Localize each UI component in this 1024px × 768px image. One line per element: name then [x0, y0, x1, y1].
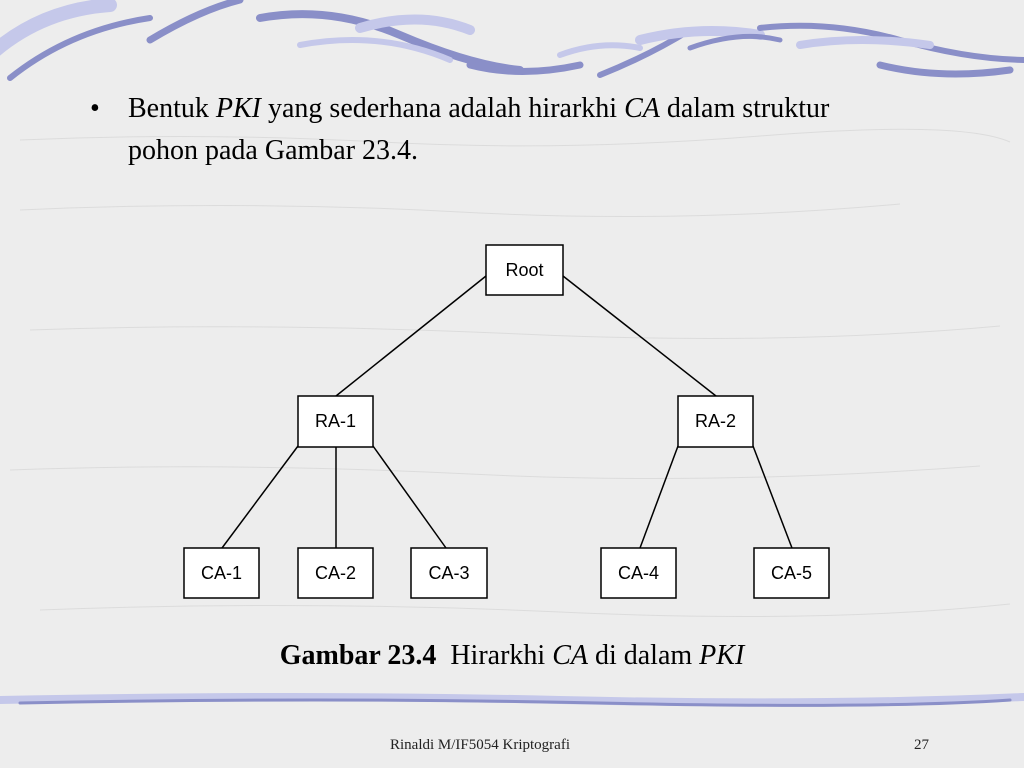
- edge-ra1-ca1: [221, 445, 299, 549]
- node-ca2: CA-2: [297, 547, 374, 599]
- caption-text-pki: PKI: [699, 640, 745, 671]
- node-ca4-label: CA-4: [618, 563, 659, 583]
- bullet-text-ca: CA: [624, 93, 660, 124]
- figure-caption: Gambar 23.4 Hirarkhi CA di dalam PKI: [0, 640, 1024, 672]
- node-ra2: RA-2: [677, 395, 754, 448]
- footer-page-number: 27: [914, 737, 929, 753]
- node-ra1: RA-1: [297, 395, 374, 448]
- edge-ra2-ca4: [639, 445, 679, 549]
- bullet-text: Bentuk PKI yang sederhana adalah hirarkh…: [128, 88, 888, 172]
- edge-ra1-ca3: [372, 445, 447, 549]
- node-ca4: CA-4: [600, 547, 677, 599]
- edge-root-ra2: [562, 275, 717, 397]
- diagram-edges: [221, 275, 793, 549]
- bullet-text-part: Bentuk: [128, 93, 216, 124]
- node-ra1-label: RA-1: [315, 411, 356, 431]
- edge-root-ra1: [335, 275, 487, 397]
- bullet-text-pki: PKI: [215, 93, 261, 124]
- bullet-text-part: dalam struktur pohon pada Gambar 23.4.: [128, 93, 830, 166]
- footer-author: Rinaldi M/IF5054 Kriptografi: [390, 737, 570, 753]
- bullet-dot-icon: •: [90, 93, 100, 124]
- bullet-text-part: yang sederhana adalah hirarkhi: [261, 93, 625, 124]
- top-swoosh-decoration: [0, 0, 1024, 81]
- edge-ra2-ca5: [752, 445, 793, 549]
- bottom-swoosh-decoration: [0, 693, 1024, 707]
- figure-number: Gambar 23.4: [279, 640, 437, 671]
- node-root: Root: [485, 244, 564, 296]
- paper-texture: [9, 128, 1011, 617]
- node-ca5: CA-5: [753, 547, 830, 599]
- node-ca3-label: CA-3: [428, 563, 469, 583]
- caption-text-part: Hirarkhi: [450, 640, 553, 671]
- caption-text-part: di dalam: [587, 640, 700, 671]
- node-ca3: CA-3: [410, 547, 488, 599]
- node-ca1-label: CA-1: [201, 563, 242, 583]
- node-root-label: Root: [505, 260, 543, 280]
- node-ca5-label: CA-5: [771, 563, 812, 583]
- node-ca1: CA-1: [183, 547, 260, 599]
- caption-text-ca: CA: [552, 640, 588, 671]
- node-ra2-label: RA-2: [695, 411, 736, 431]
- node-ca2-label: CA-2: [315, 563, 356, 583]
